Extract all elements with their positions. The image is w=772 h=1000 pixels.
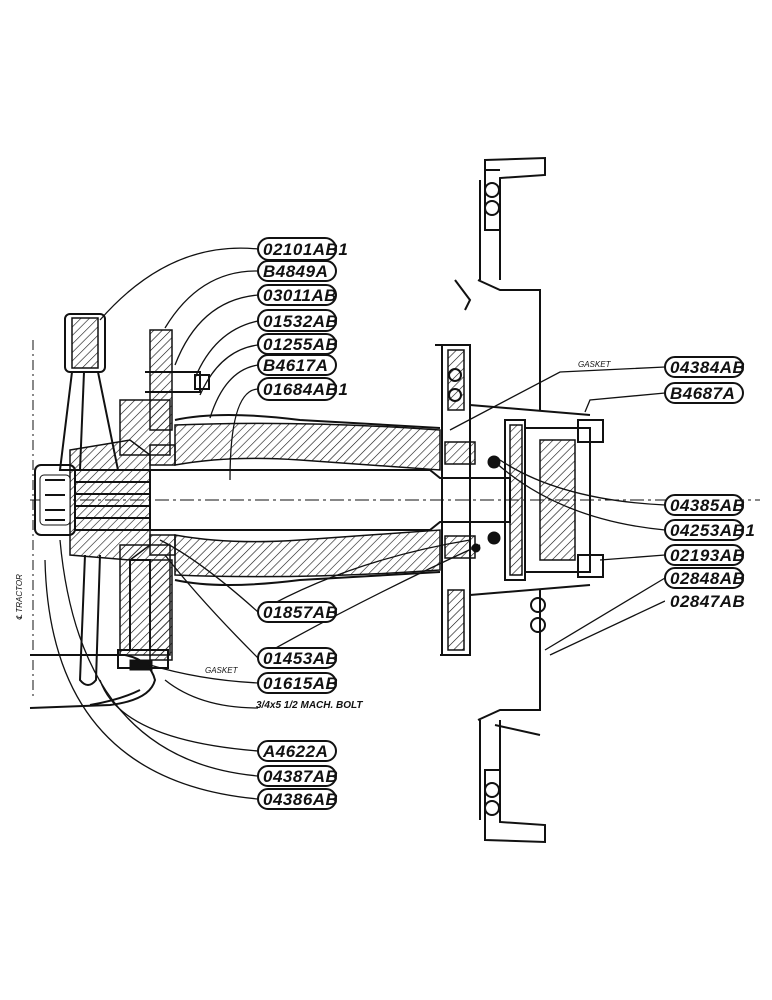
svg-text:A4622A: A4622A bbox=[262, 742, 328, 761]
svg-text:B4687A: B4687A bbox=[670, 384, 735, 403]
svg-text:01684AB1: 01684AB1 bbox=[263, 380, 348, 399]
svg-text:01255AB: 01255AB bbox=[263, 335, 338, 354]
callout-01615AB: 01615AB bbox=[257, 672, 338, 694]
wheel-rim bbox=[435, 156, 546, 844]
svg-text:04386AB: 04386AB bbox=[263, 790, 338, 809]
callout-04385AB: 04385AB bbox=[664, 494, 745, 516]
callout-02848AB: 02848AB bbox=[664, 567, 745, 589]
svg-text:02848AB: 02848AB bbox=[670, 569, 745, 588]
svg-text:02847AB: 02847AB bbox=[670, 592, 745, 611]
svg-text:04385AB: 04385AB bbox=[670, 496, 745, 515]
callouts-upper-left: 02101AB1 B4849A 03011AB 01532AB 01255AB … bbox=[257, 237, 348, 401]
callout-03011AB: 03011AB bbox=[257, 284, 337, 306]
svg-text:B4849A: B4849A bbox=[263, 262, 328, 281]
callout-B4617A: B4617A bbox=[257, 354, 337, 376]
callout-04253AB1: 04253AB1 bbox=[664, 519, 755, 541]
callouts-lower-left: 01857AB 01453AB 01615AB A4622A 04387AB 0… bbox=[257, 601, 338, 810]
bearings bbox=[149, 441, 501, 559]
callout-A4622A: A4622A bbox=[257, 740, 337, 762]
axle-housing bbox=[117, 329, 210, 671]
svg-text:01615AB: 01615AB bbox=[263, 674, 338, 693]
callout-04384AB: 04384AB bbox=[664, 356, 745, 378]
callout-01532AB: 01532AB bbox=[257, 309, 338, 332]
callout-01857AB: 01857AB bbox=[257, 601, 338, 623]
svg-text:B4617A: B4617A bbox=[263, 356, 328, 375]
svg-text:01453AB: 01453AB bbox=[263, 649, 338, 668]
callout-B4849A: B4849A bbox=[257, 260, 337, 282]
callout-01453AB: 01453AB bbox=[257, 647, 338, 669]
drawing-linework: ℄ TRACTOR bbox=[15, 156, 760, 844]
svg-text:01857AB: 01857AB bbox=[263, 603, 338, 622]
svg-text:02101AB1: 02101AB1 bbox=[263, 240, 348, 259]
callout-01684AB1: 01684AB1 bbox=[257, 377, 348, 401]
callout-B4687A: B4687A bbox=[664, 382, 744, 404]
callout-02193AB: 02193AB bbox=[664, 544, 745, 566]
svg-text:02193AB: 02193AB bbox=[670, 546, 745, 565]
callout-02847AB: 02847AB bbox=[665, 591, 745, 611]
callout-04386AB: 04386AB bbox=[257, 788, 338, 810]
bolt-note: 3/4x5 1/2 MACH. BOLT bbox=[256, 700, 363, 711]
svg-text:03011AB: 03011AB bbox=[263, 286, 337, 305]
axle-shaft bbox=[149, 414, 511, 586]
leader-lines bbox=[44, 247, 666, 800]
tractor-centerline-note: ℄ TRACTOR bbox=[15, 574, 24, 620]
gasket-note-bottom: GASKET bbox=[205, 666, 239, 675]
callout-01255AB: 01255AB bbox=[257, 333, 338, 355]
gasket-note-top: GASKET bbox=[578, 360, 612, 369]
callout-04387AB: 04387AB bbox=[257, 765, 338, 787]
svg-text:04384AB: 04384AB bbox=[670, 358, 745, 377]
callout-02101AB1: 02101AB1 bbox=[257, 237, 348, 261]
svg-text:04387AB: 04387AB bbox=[263, 767, 338, 786]
svg-text:01532AB: 01532AB bbox=[263, 312, 338, 331]
svg-text:04253AB1: 04253AB1 bbox=[670, 521, 755, 540]
callouts-hub-right: 04384AB B4687A 04385AB 04253AB1 02193AB … bbox=[664, 356, 755, 611]
